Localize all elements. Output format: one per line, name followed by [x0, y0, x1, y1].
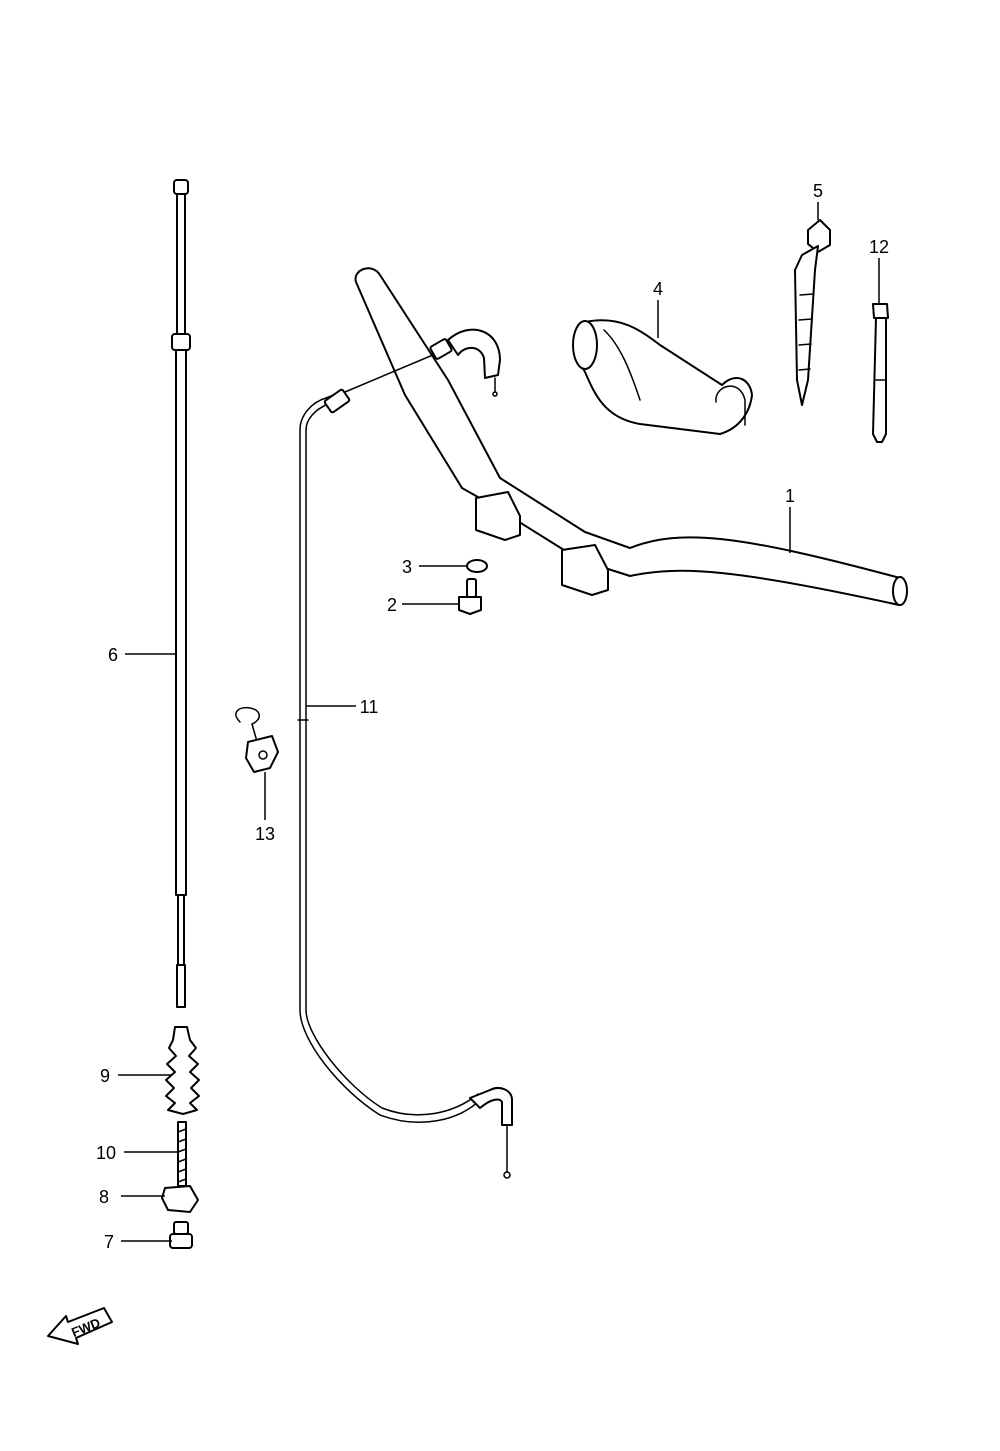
cable-clamp — [235, 706, 279, 773]
cable-boot — [165, 1026, 200, 1115]
control-cable-long — [171, 179, 191, 1008]
callout-10: 10 — [96, 1143, 116, 1163]
callout-3: 3 — [402, 557, 412, 577]
callout-6: 6 — [108, 645, 118, 665]
cable-joint — [161, 1185, 199, 1213]
callout-11: 11 — [360, 697, 379, 717]
callout-12: 12 — [869, 237, 889, 257]
control-cable-curved — [297, 328, 513, 1179]
callout-4: 4 — [653, 279, 663, 299]
callout-9: 9 — [100, 1066, 110, 1086]
handlebar-cover — [572, 319, 753, 435]
spring — [177, 1121, 187, 1187]
cable-tie — [794, 219, 831, 406]
callout-5: 5 — [813, 181, 823, 201]
nut — [169, 1221, 193, 1249]
callout-13: 13 — [255, 824, 275, 844]
callout-2: 2 — [387, 595, 397, 615]
bolt — [458, 578, 482, 615]
callout-labels: 1 2 3 4 5 6 7 8 9 10 11 12 13 — [96, 181, 889, 1252]
clamp-strap — [872, 303, 889, 443]
fwd-arrow-icon — [47, 1307, 113, 1345]
callout-1: 1 — [785, 486, 795, 506]
callout-8: 8 — [99, 1187, 109, 1207]
callout-7: 7 — [104, 1232, 114, 1252]
leader-lines — [118, 202, 880, 1242]
forward-direction-arrow: FWD — [47, 1307, 113, 1345]
handlebar — [354, 267, 908, 606]
washer — [466, 559, 488, 573]
